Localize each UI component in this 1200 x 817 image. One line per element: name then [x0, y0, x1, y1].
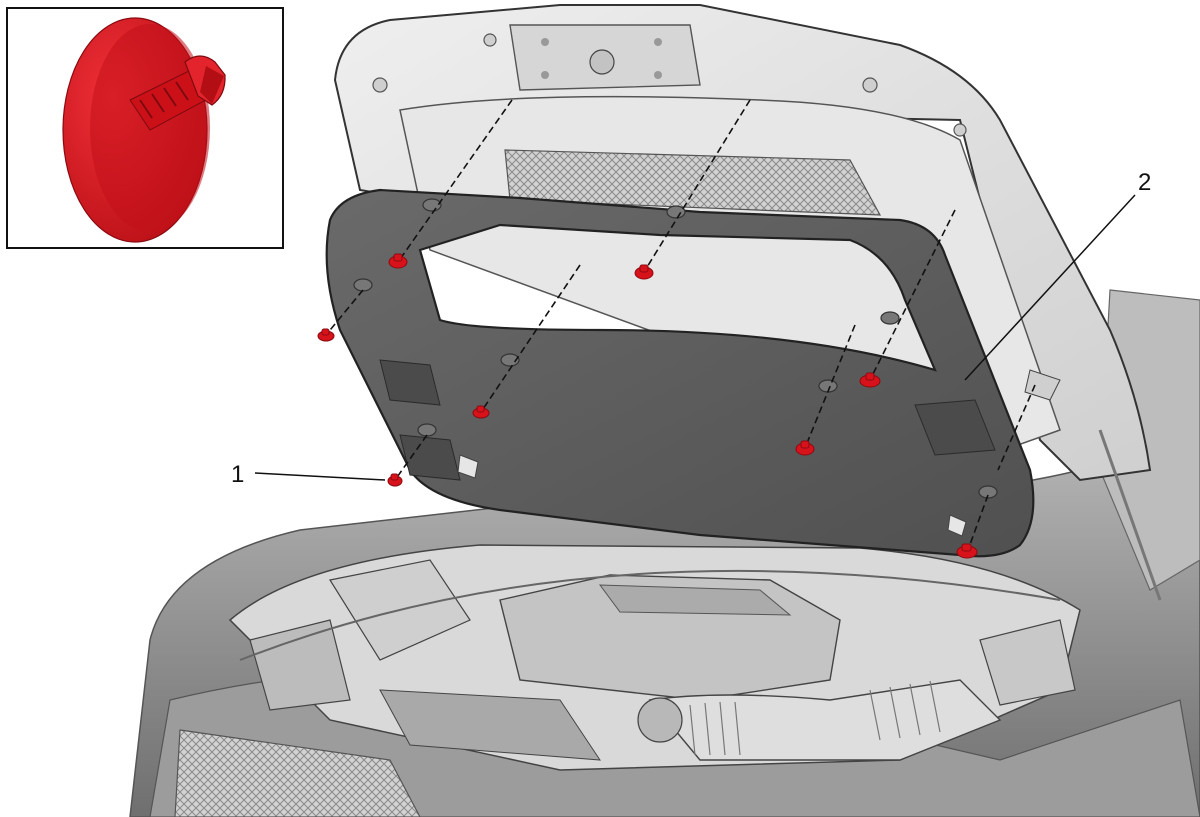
retainer-clips [317, 253, 978, 559]
inset-detail [6, 7, 284, 249]
retainer-clip-icon [795, 440, 815, 456]
retainer-clip-icon [956, 543, 978, 559]
retainer-clip-icon [387, 473, 403, 487]
callout-leaders [254, 194, 1136, 481]
retainer-clip-icon [388, 253, 408, 269]
retainer-clip-icon [472, 405, 490, 419]
retainer-clip-icon [859, 372, 881, 388]
push-pin-retainer-icon [62, 17, 226, 243]
callout-1-label: 1 [231, 461, 244, 488]
retainer-clip-icon [317, 328, 335, 342]
engine-compartment [228, 544, 1081, 771]
callout-2-label: 2 [1138, 169, 1151, 196]
hood-insulator-pad [325, 188, 1035, 558]
installation-lines [325, 99, 1036, 551]
retainer-clip-icon [634, 264, 654, 280]
